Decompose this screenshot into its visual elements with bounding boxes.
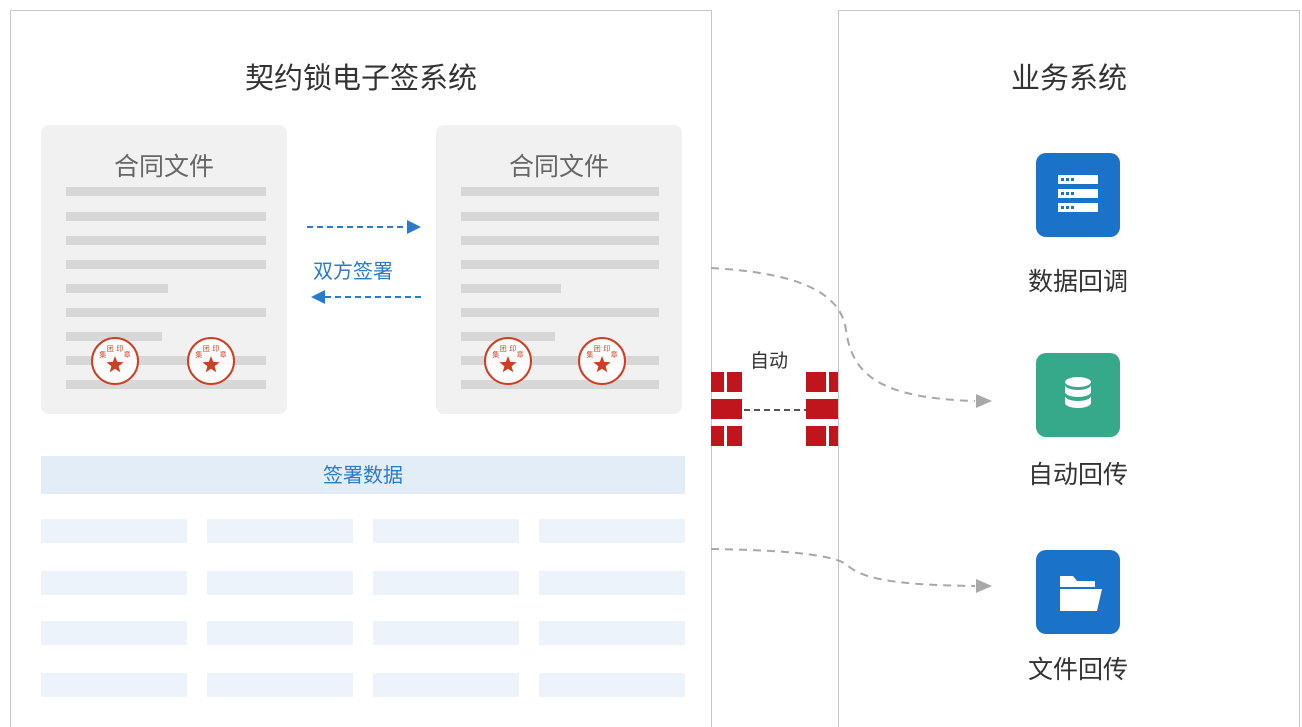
table-cell — [373, 571, 519, 595]
mutual-sign-label: 双方签署 — [313, 259, 393, 283]
table-cell — [41, 519, 187, 543]
text-line — [66, 260, 266, 269]
text-line — [66, 380, 266, 389]
svg-text:印: 印 — [212, 345, 219, 353]
table-cell — [41, 621, 187, 645]
table-cell — [41, 571, 187, 595]
svg-text:章: 章 — [611, 350, 618, 359]
database-icon — [1036, 353, 1120, 437]
contract-document-left: 合同文件 集团印章 集团印章 — [41, 125, 287, 414]
svg-text:印: 印 — [509, 345, 516, 353]
text-line — [66, 356, 266, 365]
table-cell — [373, 673, 519, 697]
file-return-label: 文件回传 — [1027, 655, 1128, 684]
table-cell — [207, 621, 353, 645]
table-cell — [207, 519, 353, 543]
table-cell — [373, 621, 519, 645]
table-cell — [539, 571, 685, 595]
data-callback-label: 数据回调 — [1027, 267, 1128, 296]
table-cell — [207, 571, 353, 595]
sign-data-header: 签署数据 — [41, 456, 685, 494]
auto-return-label: 自动回传 — [1027, 460, 1128, 489]
svg-text:集: 集 — [492, 350, 499, 359]
table-cell — [41, 673, 187, 697]
table-cell — [539, 621, 685, 645]
text-line — [66, 212, 266, 221]
mutual-sign-arrows — [307, 220, 421, 304]
text-line — [66, 187, 266, 196]
text-line — [461, 236, 659, 245]
contract-document-right: 合同文件 集团印章 集团印章 — [436, 125, 682, 414]
table-cell — [539, 673, 685, 697]
table-cell — [539, 519, 685, 543]
e-sign-system-title: 契约锁电子签系统 — [244, 61, 477, 95]
text-line — [66, 308, 266, 317]
auto-connector-label: 自动 — [750, 350, 789, 372]
text-line — [461, 212, 659, 221]
table-cell — [207, 673, 353, 697]
svg-text:章: 章 — [220, 350, 227, 359]
svg-text:团: 团 — [594, 345, 601, 353]
text-line — [461, 187, 659, 196]
svg-text:集: 集 — [99, 350, 106, 359]
company-seal-icon: 集团印章 — [187, 337, 235, 385]
svg-text:团: 团 — [107, 345, 114, 353]
company-seal-icon: 集团印章 — [484, 337, 532, 385]
text-line — [66, 284, 168, 293]
contract-document-title: 合同文件 — [113, 152, 214, 181]
svg-text:集: 集 — [586, 350, 593, 359]
business-system-title: 业务系统 — [1010, 61, 1127, 95]
company-seal-icon: 集团印章 — [91, 337, 139, 385]
text-line — [461, 284, 561, 293]
text-line — [461, 332, 555, 341]
company-seal-icon: 集团印章 — [578, 337, 626, 385]
svg-text:章: 章 — [517, 350, 524, 359]
svg-text:章: 章 — [124, 350, 131, 359]
svg-text:印: 印 — [603, 345, 610, 353]
server-icon — [1036, 153, 1120, 237]
svg-text:印: 印 — [116, 345, 123, 353]
contract-document-title: 合同文件 — [508, 152, 609, 181]
folder-icon — [1036, 550, 1120, 634]
text-line — [66, 236, 266, 245]
table-cell — [373, 519, 519, 543]
text-line — [461, 260, 659, 269]
e-sign-system-panel: 契约锁电子签系统 合同文件 集团印章 集团印章 合同文件 集团印章 集团印章 — [10, 10, 712, 727]
svg-text:集: 集 — [195, 350, 202, 359]
svg-text:团: 团 — [203, 345, 210, 353]
text-line — [461, 308, 659, 317]
text-line — [461, 380, 659, 389]
text-line — [66, 332, 162, 341]
text-line — [461, 356, 659, 365]
svg-text:团: 团 — [500, 345, 507, 353]
